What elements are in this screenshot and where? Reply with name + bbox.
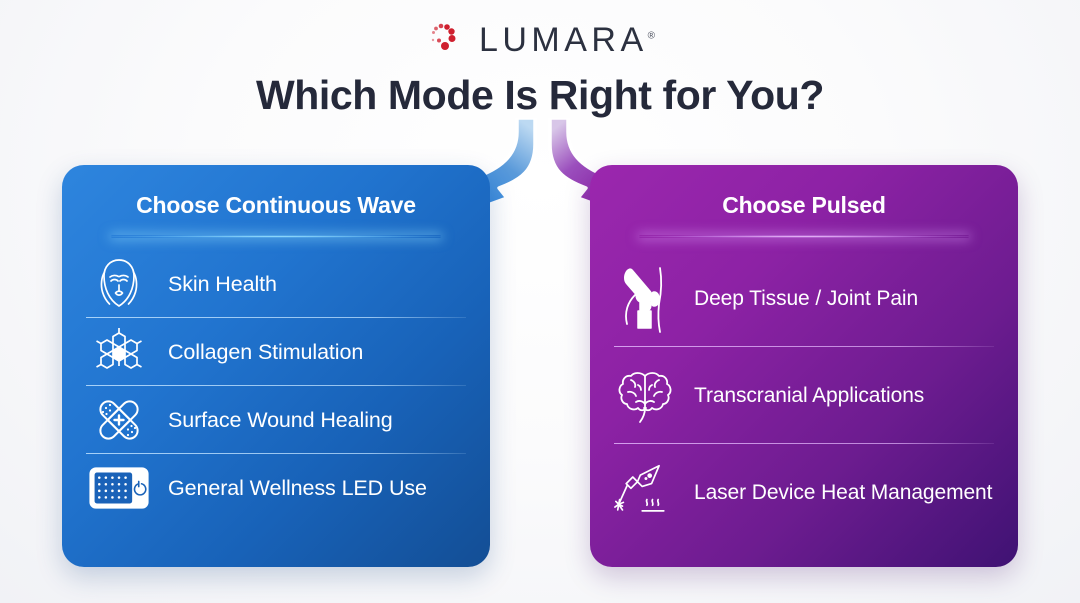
knee-joint-icon — [614, 266, 676, 333]
spiral-dots-icon — [431, 23, 456, 50]
feature-list-continuous-wave: Skin Health Collagen Stimulation — [62, 250, 490, 522]
face-skincare-icon — [88, 253, 150, 315]
list-item-label: General Wellness LED Use — [168, 475, 427, 500]
page-title: Which Mode Is Right for You? — [255, 72, 825, 118]
card-heading-continuous-wave: Choose Continuous Wave — [136, 192, 416, 218]
list-item[interactable]: Laser Device Heat Management — [614, 444, 994, 541]
row-divider — [86, 453, 466, 454]
heading-divider-glow — [111, 235, 441, 238]
trademark-symbol: ® — [647, 30, 656, 42]
molecule-hexagons-icon — [88, 321, 150, 383]
list-item[interactable]: General Wellness LED Use — [86, 454, 466, 522]
row-divider — [86, 385, 466, 386]
list-item-label: Collagen Stimulation — [168, 339, 364, 364]
list-item-label: Deep Tissue / Joint Pain — [694, 286, 919, 310]
list-item-label: Transcranial Applications — [694, 383, 925, 407]
list-item[interactable]: Surface Wound Healing — [86, 386, 466, 454]
brain-icon — [614, 365, 676, 427]
list-item-label: Surface Wound Healing — [168, 407, 393, 432]
row-divider — [86, 317, 466, 318]
led-panel-device-icon — [88, 457, 150, 519]
crossed-bandages-icon — [88, 389, 150, 451]
row-divider — [614, 443, 994, 444]
laser-pen-heat-icon — [614, 462, 676, 524]
brand-name: LUMARA® — [479, 23, 655, 57]
card-pulsed[interactable]: Choose Pulsed Deep Tissue / Joint Pain — [590, 165, 1018, 567]
heading-divider-glow — [639, 235, 969, 238]
list-item[interactable]: Skin Health — [86, 250, 466, 318]
feature-list-pulsed: Deep Tissue / Joint Pain Transcranial Ap… — [590, 250, 1018, 541]
brand-name-text: LUMARA — [478, 21, 648, 59]
list-item-label: Skin Health — [168, 271, 277, 296]
list-item-label: Laser Device Heat Management — [694, 480, 993, 504]
brand-logo: LUMARA® — [0, 20, 1080, 60]
card-continuous-wave[interactable]: Choose Continuous Wave Skin Health — [62, 165, 490, 567]
list-item[interactable]: Deep Tissue / Joint Pain — [614, 250, 994, 347]
list-item[interactable]: Collagen Stimulation — [86, 318, 466, 386]
list-item[interactable]: Transcranial Applications — [614, 347, 994, 444]
row-divider — [614, 346, 994, 347]
card-heading-pulsed: Choose Pulsed — [722, 192, 886, 218]
